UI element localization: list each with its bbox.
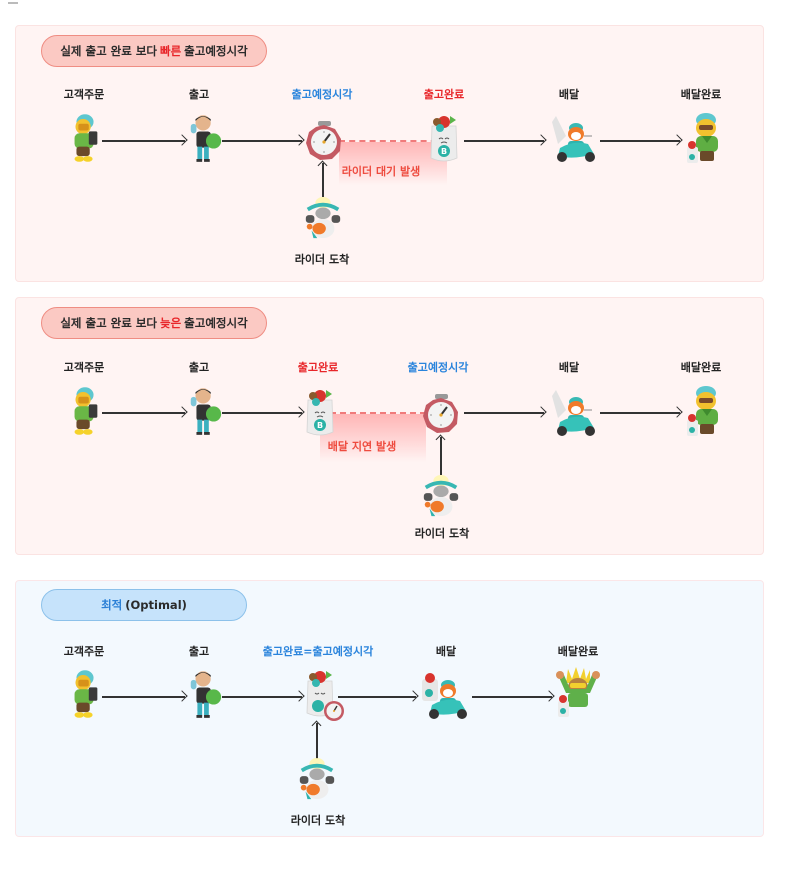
step-label-delivery: 배달 (558, 88, 580, 101)
grocery-bag-with-stopwatch-icon (302, 667, 346, 723)
flow-arrow (222, 412, 302, 414)
step-label-dispatch: 출고 (188, 645, 210, 658)
flow-arrow (600, 412, 680, 414)
customer-phone-icon (66, 667, 104, 723)
rider-arrival-label: 라이더 도착 (414, 527, 470, 540)
step-label-dispatch-complete: 출고완료 (423, 88, 465, 101)
scenario-optimal-panel: 최적 (Optimal) 고객주문 출고 출고완료=출고예정시각 배달 배달완료… (15, 580, 764, 837)
rider-icon (296, 757, 338, 803)
rider-icon (302, 196, 344, 242)
packer-icon (186, 668, 224, 724)
scenario-early-title: 실제 출고 완료 보다 빠른 출고예정시각 (41, 35, 267, 67)
grocery-bag-icon (426, 112, 462, 164)
flow-arrow (472, 696, 552, 698)
step-label-scheduled-time: 출고예정시각 (407, 361, 469, 374)
step-label-delivery: 배달 (435, 645, 457, 658)
title-highlight: 빠른 (160, 44, 182, 58)
title-highlight: 최적 (101, 598, 123, 612)
step-label-order: 고객주문 (63, 645, 105, 658)
step-label-scheduled-time: 출고예정시각 (291, 88, 353, 101)
title-highlight: 늦은 (160, 316, 182, 330)
flow-arrow (338, 696, 416, 698)
step-label-order: 고객주문 (63, 361, 105, 374)
step-label-delivery: 배달 (558, 361, 580, 374)
flow-arrow (102, 140, 185, 142)
title-suffix: 출고예정시각 (184, 316, 248, 330)
recipient-icon (684, 111, 724, 167)
title-suffix: 출고예정시각 (184, 44, 248, 58)
title-suffix: (Optimal) (125, 598, 187, 612)
step-label-dispatch-complete: 출고완료 (297, 361, 339, 374)
packer-icon (186, 112, 224, 168)
step-label-delivery-complete: 배달완료 (680, 361, 722, 374)
step-label-dispatch: 출고 (188, 361, 210, 374)
top-left-mark (8, 2, 18, 4)
step-label-order: 고객주문 (63, 88, 105, 101)
customer-phone-icon (66, 384, 104, 440)
flow-arrow (464, 412, 544, 414)
rider-arrival-arrow (322, 163, 324, 197)
step-label-delivery-complete: 배달완료 (680, 88, 722, 101)
title-prefix: 실제 출고 완료 보다 (60, 316, 157, 330)
rider-arrival-label: 라이더 도착 (290, 814, 346, 827)
rider-arrival-arrow (316, 723, 318, 759)
flow-arrow (102, 412, 185, 414)
flow-arrow (222, 140, 302, 142)
title-prefix: 실제 출고 완료 보다 (60, 44, 157, 58)
delivery-delay-zone (320, 412, 426, 462)
step-label-dispatch-complete-equals-scheduled: 출고완료=출고예정시각 (262, 645, 374, 658)
flow-arrow (600, 140, 680, 142)
scenario-late-title: 실제 출고 완료 보다 늦은 출고예정시각 (41, 307, 267, 339)
rider-icon (420, 474, 462, 520)
recipient-icon (684, 384, 724, 440)
delivery-scooter-icon (546, 388, 602, 438)
rider-arrival-arrow (440, 437, 442, 475)
rider-wait-label: 라이더 대기 발생 (341, 165, 421, 178)
stopwatch-icon (302, 120, 346, 164)
flow-arrow (464, 140, 544, 142)
rider-wait-zone (339, 140, 447, 185)
rider-arrival-label: 라이더 도착 (294, 253, 350, 266)
scenario-early-panel: 실제 출고 완료 보다 빠른 출고예정시각 고객주문 출고 출고예정시각 출고완… (15, 25, 764, 282)
step-label-delivery-complete: 배달완료 (557, 645, 599, 658)
delivery-scooter-icon (546, 114, 602, 164)
packer-icon (186, 385, 224, 441)
stopwatch-icon (419, 393, 463, 437)
grocery-bag-icon (302, 386, 338, 438)
customer-phone-icon (66, 111, 104, 167)
scenario-late-panel: 실제 출고 완료 보다 늦은 출고예정시각 고객주문 출고 출고완료 출고예정시… (15, 297, 764, 555)
step-label-dispatch: 출고 (188, 88, 210, 101)
scenario-optimal-title: 최적 (Optimal) (41, 589, 247, 621)
flow-arrow (222, 696, 302, 698)
delivery-scooter-with-bag-icon (418, 671, 474, 721)
happy-recipient-icon (554, 665, 602, 721)
flow-arrow (102, 696, 185, 698)
delivery-delay-label: 배달 지연 발생 (327, 440, 397, 453)
